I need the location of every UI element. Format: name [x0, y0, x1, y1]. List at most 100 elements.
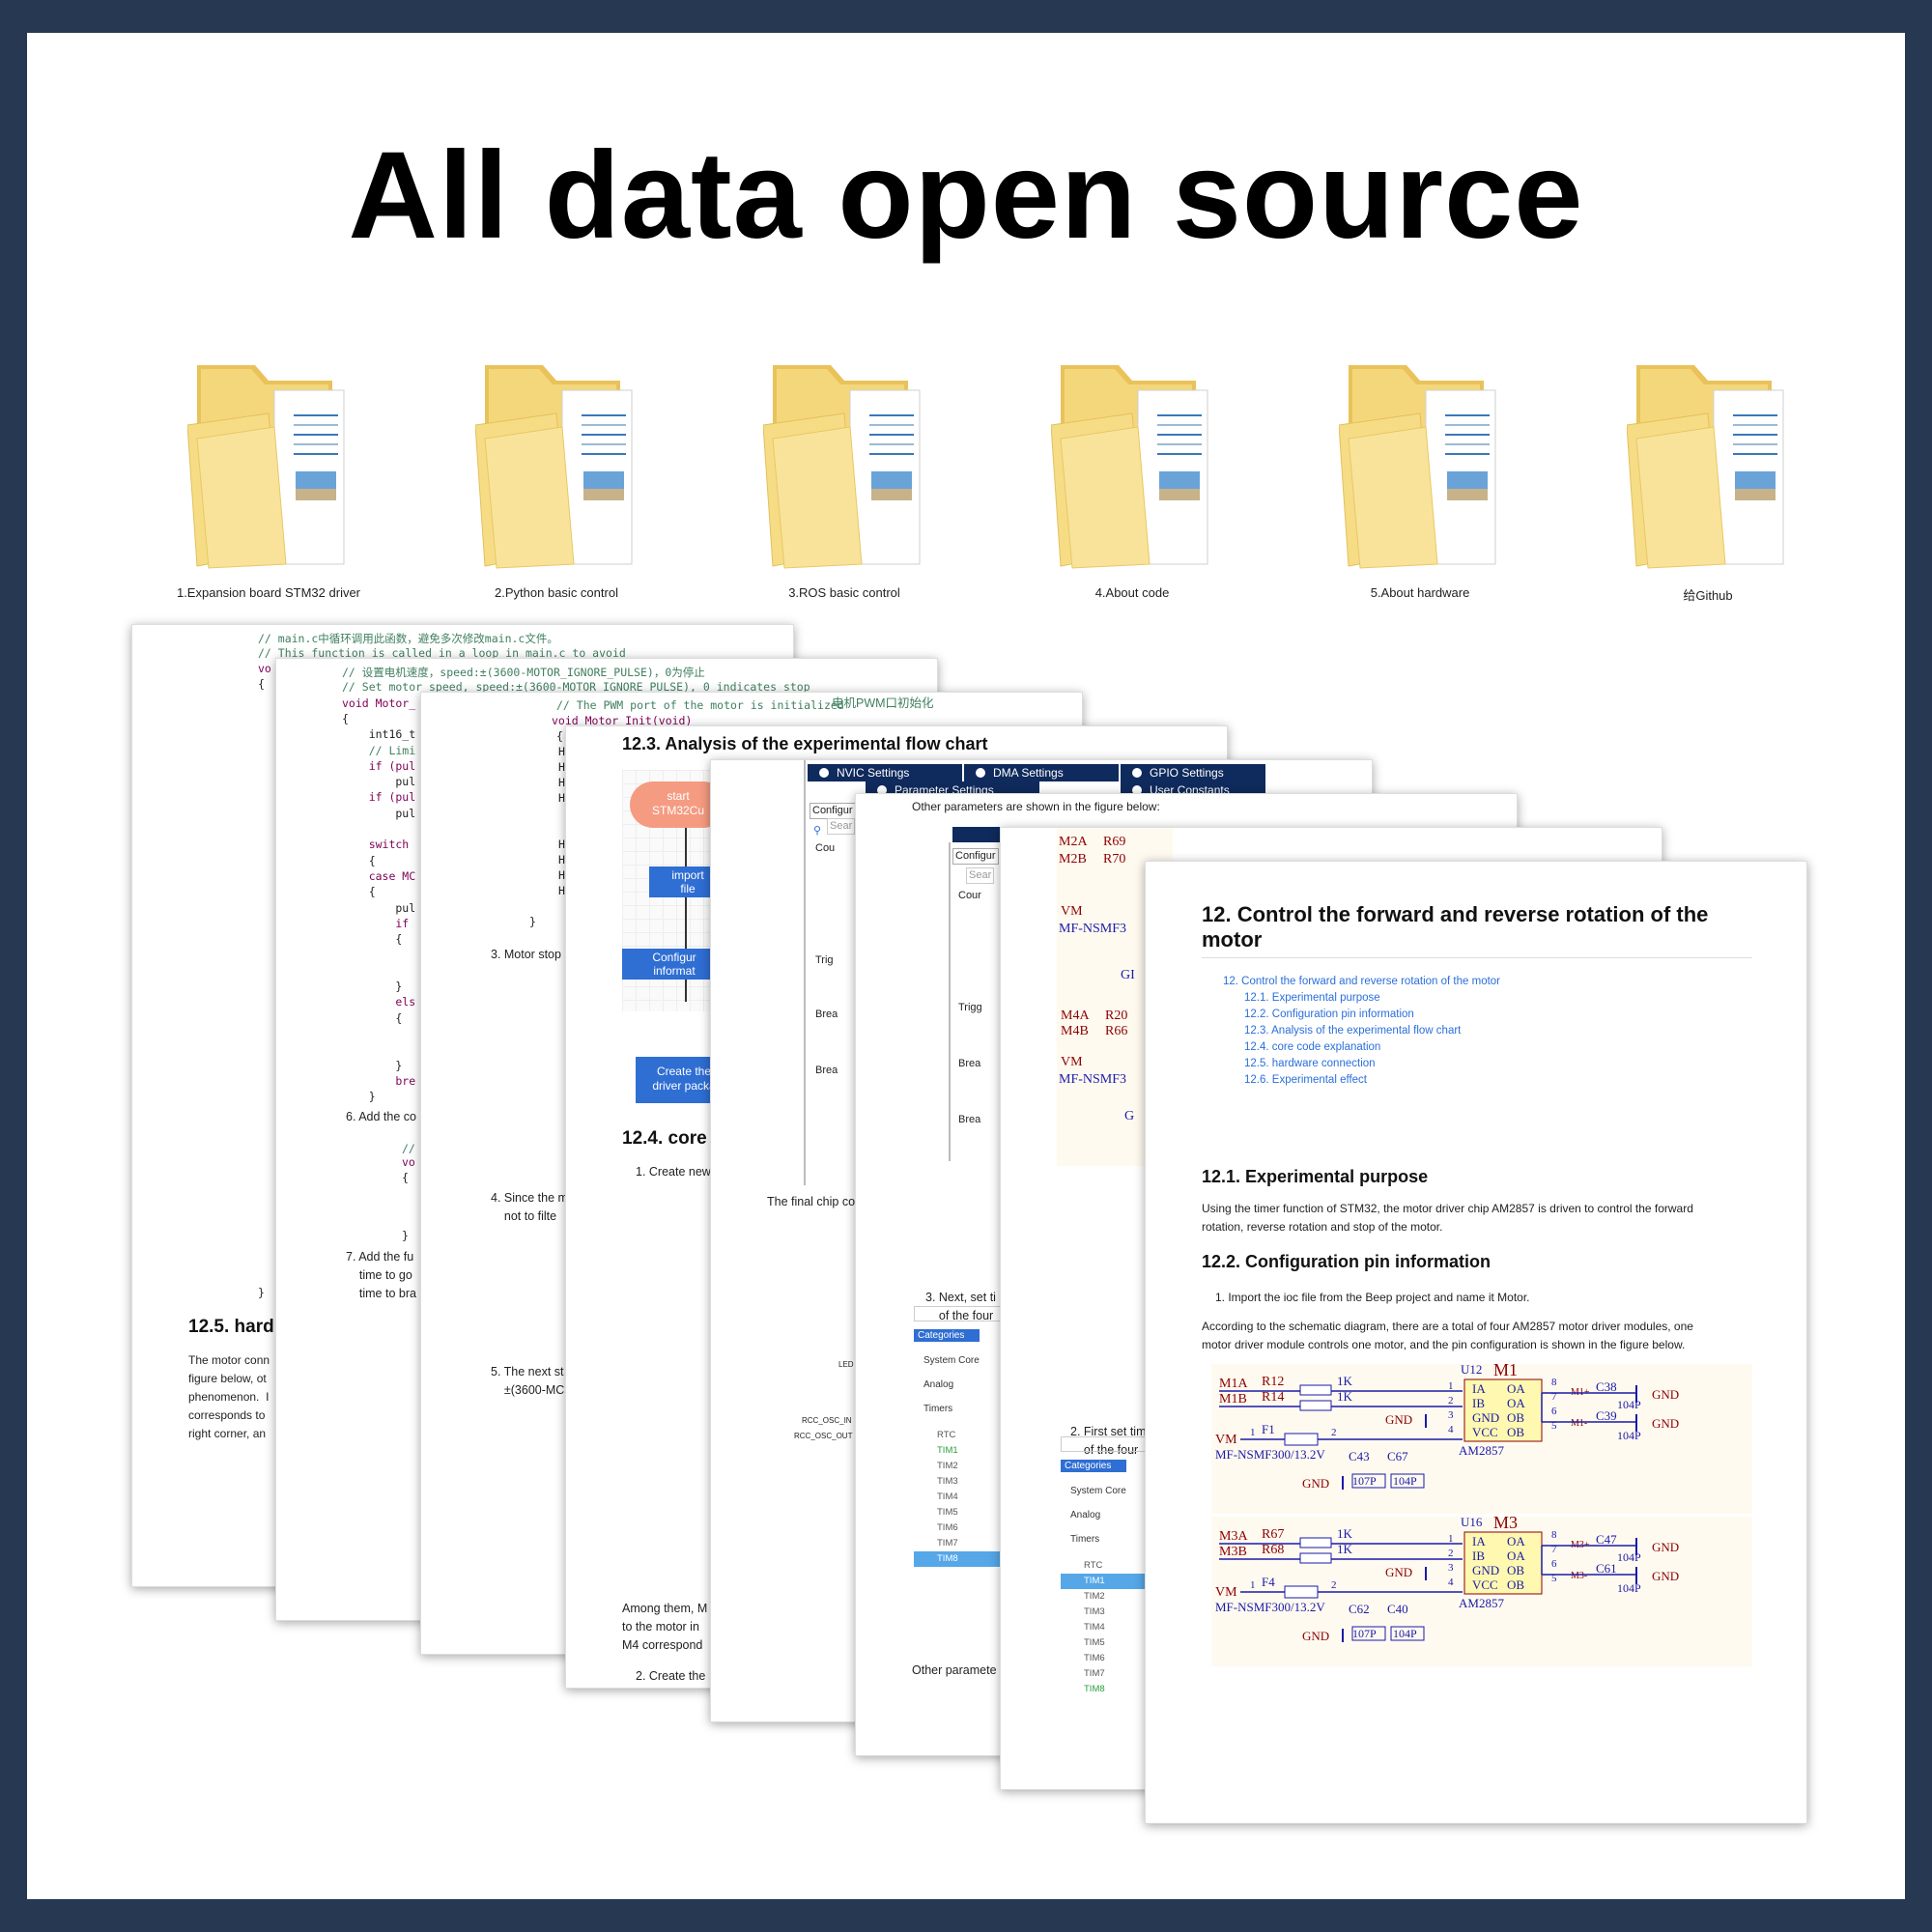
schematic-label: 1K — [1337, 1374, 1353, 1388]
param-group[interactable]: Brea — [815, 1065, 838, 1076]
param-group[interactable]: Brea — [958, 1058, 981, 1069]
toc-link[interactable]: 12.1. Experimental purpose — [1244, 992, 1380, 1004]
category-item[interactable]: System Core — [1070, 1486, 1126, 1496]
code-line: if (pul — [342, 758, 416, 773]
param-group[interactable]: Brea — [958, 1114, 981, 1125]
timer-item[interactable]: TIM1 — [1061, 1574, 1148, 1589]
timer-item[interactable]: TIM5 — [1084, 1637, 1105, 1648]
schematic-label: OA — [1507, 1396, 1525, 1410]
toc-link[interactable]: 12.3. Analysis of the experimental flow … — [1244, 1025, 1462, 1037]
param-group[interactable]: Brea — [815, 1009, 838, 1020]
tab-label: NVIC Settings — [837, 766, 910, 780]
pin-number: 3 — [1448, 1409, 1454, 1421]
schematic-label: 104P — [1617, 1429, 1641, 1442]
param-group[interactable]: Trigg — [958, 1002, 982, 1013]
timer-item[interactable]: TIM4 — [937, 1492, 958, 1502]
timer-item[interactable]: TIM7 — [1084, 1668, 1105, 1679]
timer-item[interactable]: TIM8 — [1084, 1684, 1105, 1694]
schematic-label: C67 — [1387, 1449, 1408, 1463]
schematic-label: R20 — [1105, 1009, 1127, 1023]
folder-item[interactable]: 3.ROS basic control — [728, 357, 960, 609]
categories-tab[interactable]: Categories — [914, 1329, 980, 1342]
toc-link[interactable]: 12. Control the forward and reverse rota… — [1223, 976, 1501, 987]
schematic-label: M1 — [1493, 1364, 1518, 1379]
pin-number: 1 — [1250, 1579, 1256, 1591]
settings-tab[interactable]: DMA Settings — [964, 764, 1120, 781]
toc-link[interactable]: 12.2. Configuration pin information — [1244, 1009, 1414, 1020]
schematic-label: GI — [1121, 968, 1135, 982]
schematic-label: R68 — [1262, 1543, 1284, 1557]
categories-tab[interactable]: Categories — [1061, 1460, 1126, 1472]
folder-label: 3.ROS basic control — [788, 585, 900, 600]
schematic-label: IB — [1472, 1548, 1485, 1563]
schematic-label: C39 — [1596, 1408, 1617, 1423]
settings-tab[interactable]: NVIC Settings — [808, 764, 963, 781]
schematic-label: M2B — [1059, 852, 1087, 867]
chip — [1463, 1531, 1543, 1595]
folder-label: 5.About hardware — [1370, 585, 1470, 600]
category-item[interactable]: Analog — [923, 1379, 954, 1390]
timer-item[interactable]: TIM6 — [937, 1522, 958, 1533]
caption: Other parameters are shown in the figure… — [912, 800, 1160, 813]
pin-number: 6 — [1551, 1558, 1557, 1570]
resistor — [1299, 1537, 1332, 1548]
timer-item[interactable]: TIM8 — [914, 1551, 1001, 1567]
check-icon — [877, 785, 887, 795]
toc-link[interactable]: 12.5. hardware connection — [1244, 1058, 1376, 1069]
pin-number: 4 — [1448, 1424, 1454, 1435]
category-item[interactable]: Analog — [1070, 1510, 1101, 1520]
pin-number: 2 — [1331, 1579, 1337, 1591]
search-input[interactable]: Sear — [966, 867, 995, 884]
settings-tab[interactable]: GPIO Settings — [1121, 764, 1266, 781]
category-item[interactable]: Timers — [1070, 1534, 1100, 1545]
resistor — [1299, 1400, 1332, 1411]
category-item[interactable]: System Core — [923, 1355, 980, 1366]
category-item[interactable]: Timers — [923, 1404, 953, 1414]
code-line: void Motor_Init(void) — [552, 714, 693, 727]
timer-item[interactable]: TIM2 — [1084, 1591, 1105, 1602]
param-group[interactable]: Cou — [815, 842, 836, 854]
param-group[interactable]: Trig — [815, 954, 834, 966]
timer-item[interactable]: TIM2 — [937, 1461, 958, 1471]
folder-item[interactable]: 给Github — [1592, 357, 1824, 609]
timer-item[interactable]: TIM7 — [937, 1538, 958, 1548]
pin-number: 7 — [1551, 1391, 1557, 1403]
schematic-label: C40 — [1387, 1602, 1408, 1616]
timer-item[interactable]: TIM1 — [937, 1445, 958, 1456]
timer-item[interactable]: TIM5 — [937, 1507, 958, 1518]
schematic-label: 104P — [1617, 1398, 1641, 1411]
folder-item[interactable]: 2.Python basic control — [440, 357, 672, 609]
pin-number: 5 — [1551, 1420, 1557, 1432]
search-input[interactable] — [1061, 1436, 1148, 1452]
step-note: 3. Next, set ti of the four — [925, 1291, 996, 1322]
schematic-label: 1K — [1337, 1542, 1353, 1556]
toc-link[interactable]: 12.6. Experimental effect — [1244, 1074, 1367, 1086]
timer-item[interactable]: TIM3 — [1084, 1606, 1105, 1617]
schematic-label: 1K — [1337, 1389, 1353, 1404]
schematic-label: AM2857 — [1459, 1596, 1504, 1610]
search-input[interactable] — [914, 1306, 1001, 1321]
pin-number: 1 — [1448, 1533, 1454, 1545]
folder-item[interactable]: 5.About hardware — [1304, 357, 1536, 609]
timer-item[interactable]: TIM4 — [1084, 1622, 1105, 1633]
search-input[interactable]: Sear — [827, 818, 856, 835]
code-line: H — [558, 868, 565, 882]
toc-link[interactable]: 12.4. core code explanation — [1244, 1041, 1381, 1053]
gnd-label: GND — [1302, 1476, 1329, 1491]
timer-item[interactable]: TIM3 — [937, 1476, 958, 1487]
timer-item[interactable]: RTC — [1084, 1560, 1103, 1571]
schematic-label: C61 — [1596, 1561, 1617, 1576]
page-title: 12. Control the forward and reverse rota… — [1202, 902, 1709, 952]
code-line: bre — [342, 1073, 416, 1088]
schematic-label: 104P — [1393, 1474, 1417, 1488]
timer-item[interactable]: TIM6 — [1084, 1653, 1105, 1663]
pin-number: 1 — [1250, 1427, 1256, 1438]
timer-item[interactable]: RTC — [937, 1430, 956, 1440]
code-line: { — [342, 932, 403, 947]
param-group[interactable]: Cour — [958, 890, 981, 901]
schematic-label: VM — [1061, 904, 1083, 919]
folder-item[interactable]: 4.About code — [1016, 357, 1248, 609]
table-of-contents: 12. Control the forward and reverse rota… — [1223, 974, 1500, 1089]
gnd-label: GND — [1385, 1412, 1412, 1427]
folder-item[interactable]: 1.Expansion board STM32 driver — [153, 357, 384, 609]
